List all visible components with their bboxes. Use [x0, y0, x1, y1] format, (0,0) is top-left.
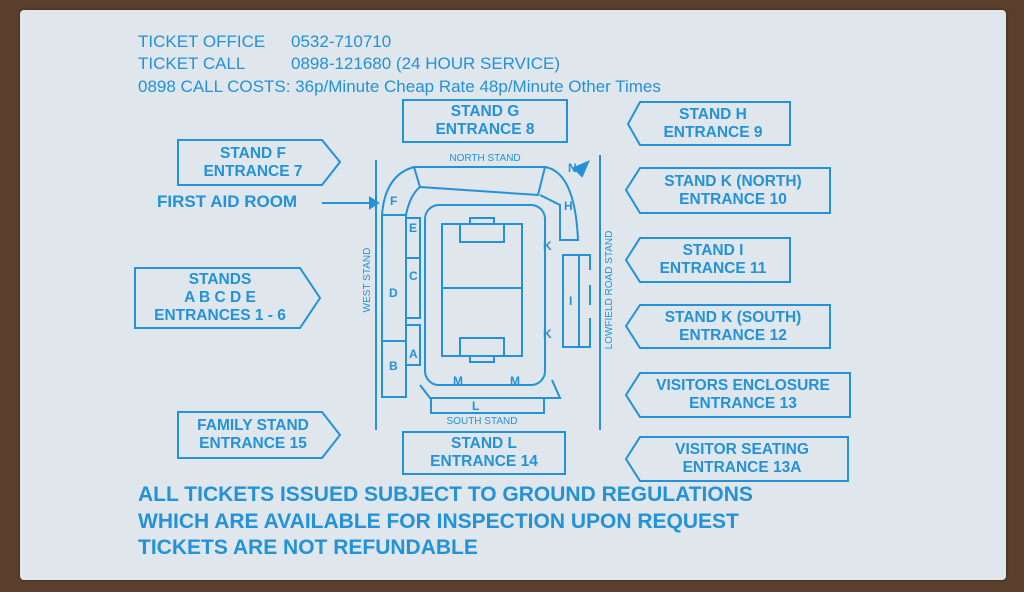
compass-north: N	[568, 161, 577, 175]
ticket	[20, 10, 1006, 580]
entrance: ENTRANCE 7	[203, 162, 303, 180]
stand-name: STAND H	[679, 105, 747, 123]
section-c: C	[409, 269, 418, 283]
section-e: E	[409, 221, 417, 235]
box-outline	[624, 304, 831, 349]
stand-name: STAND L	[450, 435, 517, 452]
stand-name: STAND K (NORTH)	[664, 172, 802, 190]
section-k-south: K	[543, 327, 552, 341]
south-stand-label: SOUTH STAND	[447, 416, 518, 427]
footer-line-2: WHICH ARE AVAILABLE FOR INSPECTION UPON …	[138, 510, 739, 533]
stand-name: STAND I	[682, 242, 744, 259]
entrance: ENTRANCE 9	[663, 123, 763, 141]
entrance: ENTRANCE 8	[435, 121, 535, 138]
west-stand-label: WEST STAND	[362, 248, 373, 313]
entrance: ENTRANCE 14	[430, 453, 538, 470]
entrance: ENTRANCE 13	[689, 395, 797, 412]
stand-name: STAND F	[219, 144, 286, 162]
north-stand-label: NORTH STAND	[449, 153, 520, 164]
stand-name: VISITOR SEATING	[675, 441, 809, 458]
section-k-north: K	[543, 239, 552, 253]
entrance: ENTRANCE 13A	[682, 459, 802, 476]
entrance: ENTRANCES 1 - 6	[154, 307, 286, 324]
first-aid-room-label: FIRST AID ROOM	[157, 192, 298, 211]
ticket-call-label: TICKET CALL	[138, 54, 246, 73]
stand-name: STAND G	[450, 103, 520, 120]
section-h: H	[564, 199, 573, 213]
box-outline	[177, 139, 342, 186]
section-d: D	[389, 286, 398, 300]
box-outline	[402, 431, 566, 475]
ticket-office-label: TICKET OFFICE	[138, 32, 266, 51]
box-outline	[134, 267, 322, 329]
box-outline	[402, 99, 568, 143]
stand-k-north-box: STAND K (NORTH)ENTRANCE 10	[636, 168, 830, 213]
entrance: ENTRANCE 12	[679, 326, 787, 344]
call-costs: 0898 CALL COSTS: 36p/Minute Cheap Rate 4…	[138, 77, 661, 96]
box-outline	[624, 436, 849, 482]
stand-name: VISITORS ENCLOSURE	[656, 377, 830, 394]
footer-line-1: ALL TICKETS ISSUED SUBJECT TO GROUND REG…	[138, 483, 753, 506]
section-f: F	[390, 194, 397, 208]
stand-name: STAND K (SOUTH)	[664, 308, 802, 326]
entrance: ENTRANCE 15	[199, 435, 307, 452]
box-outline	[624, 372, 851, 418]
section-i: I	[569, 294, 572, 308]
ticket-office-number: 0532-710710	[291, 32, 392, 51]
box-outline	[624, 167, 831, 214]
box-outline	[177, 411, 342, 459]
section-l: L	[472, 399, 479, 413]
stand-letters: A B C D E	[184, 289, 256, 306]
ticket-call-number: 0898-121680 (24 HOUR SERVICE)	[291, 54, 560, 73]
stand-k-south-box: STAND K (SOUTH)ENTRANCE 12	[636, 305, 830, 348]
entrance: ENTRANCE 10	[679, 190, 787, 208]
section-m-right: M	[510, 374, 520, 388]
footer-line-3: TICKETS ARE NOT REFUNDABLE	[138, 536, 478, 559]
stand-name: STANDS	[188, 271, 252, 288]
box-outline	[626, 101, 791, 146]
stand-name: FAMILY STAND	[197, 417, 309, 434]
section-b: B	[389, 359, 398, 373]
section-m-left: M	[453, 374, 463, 388]
lowfield-road-stand-label: LOWFIELD ROAD STAND	[604, 231, 615, 350]
box-outline	[624, 237, 791, 283]
section-a: A	[409, 347, 418, 361]
entrance: ENTRANCE 11	[659, 260, 767, 277]
